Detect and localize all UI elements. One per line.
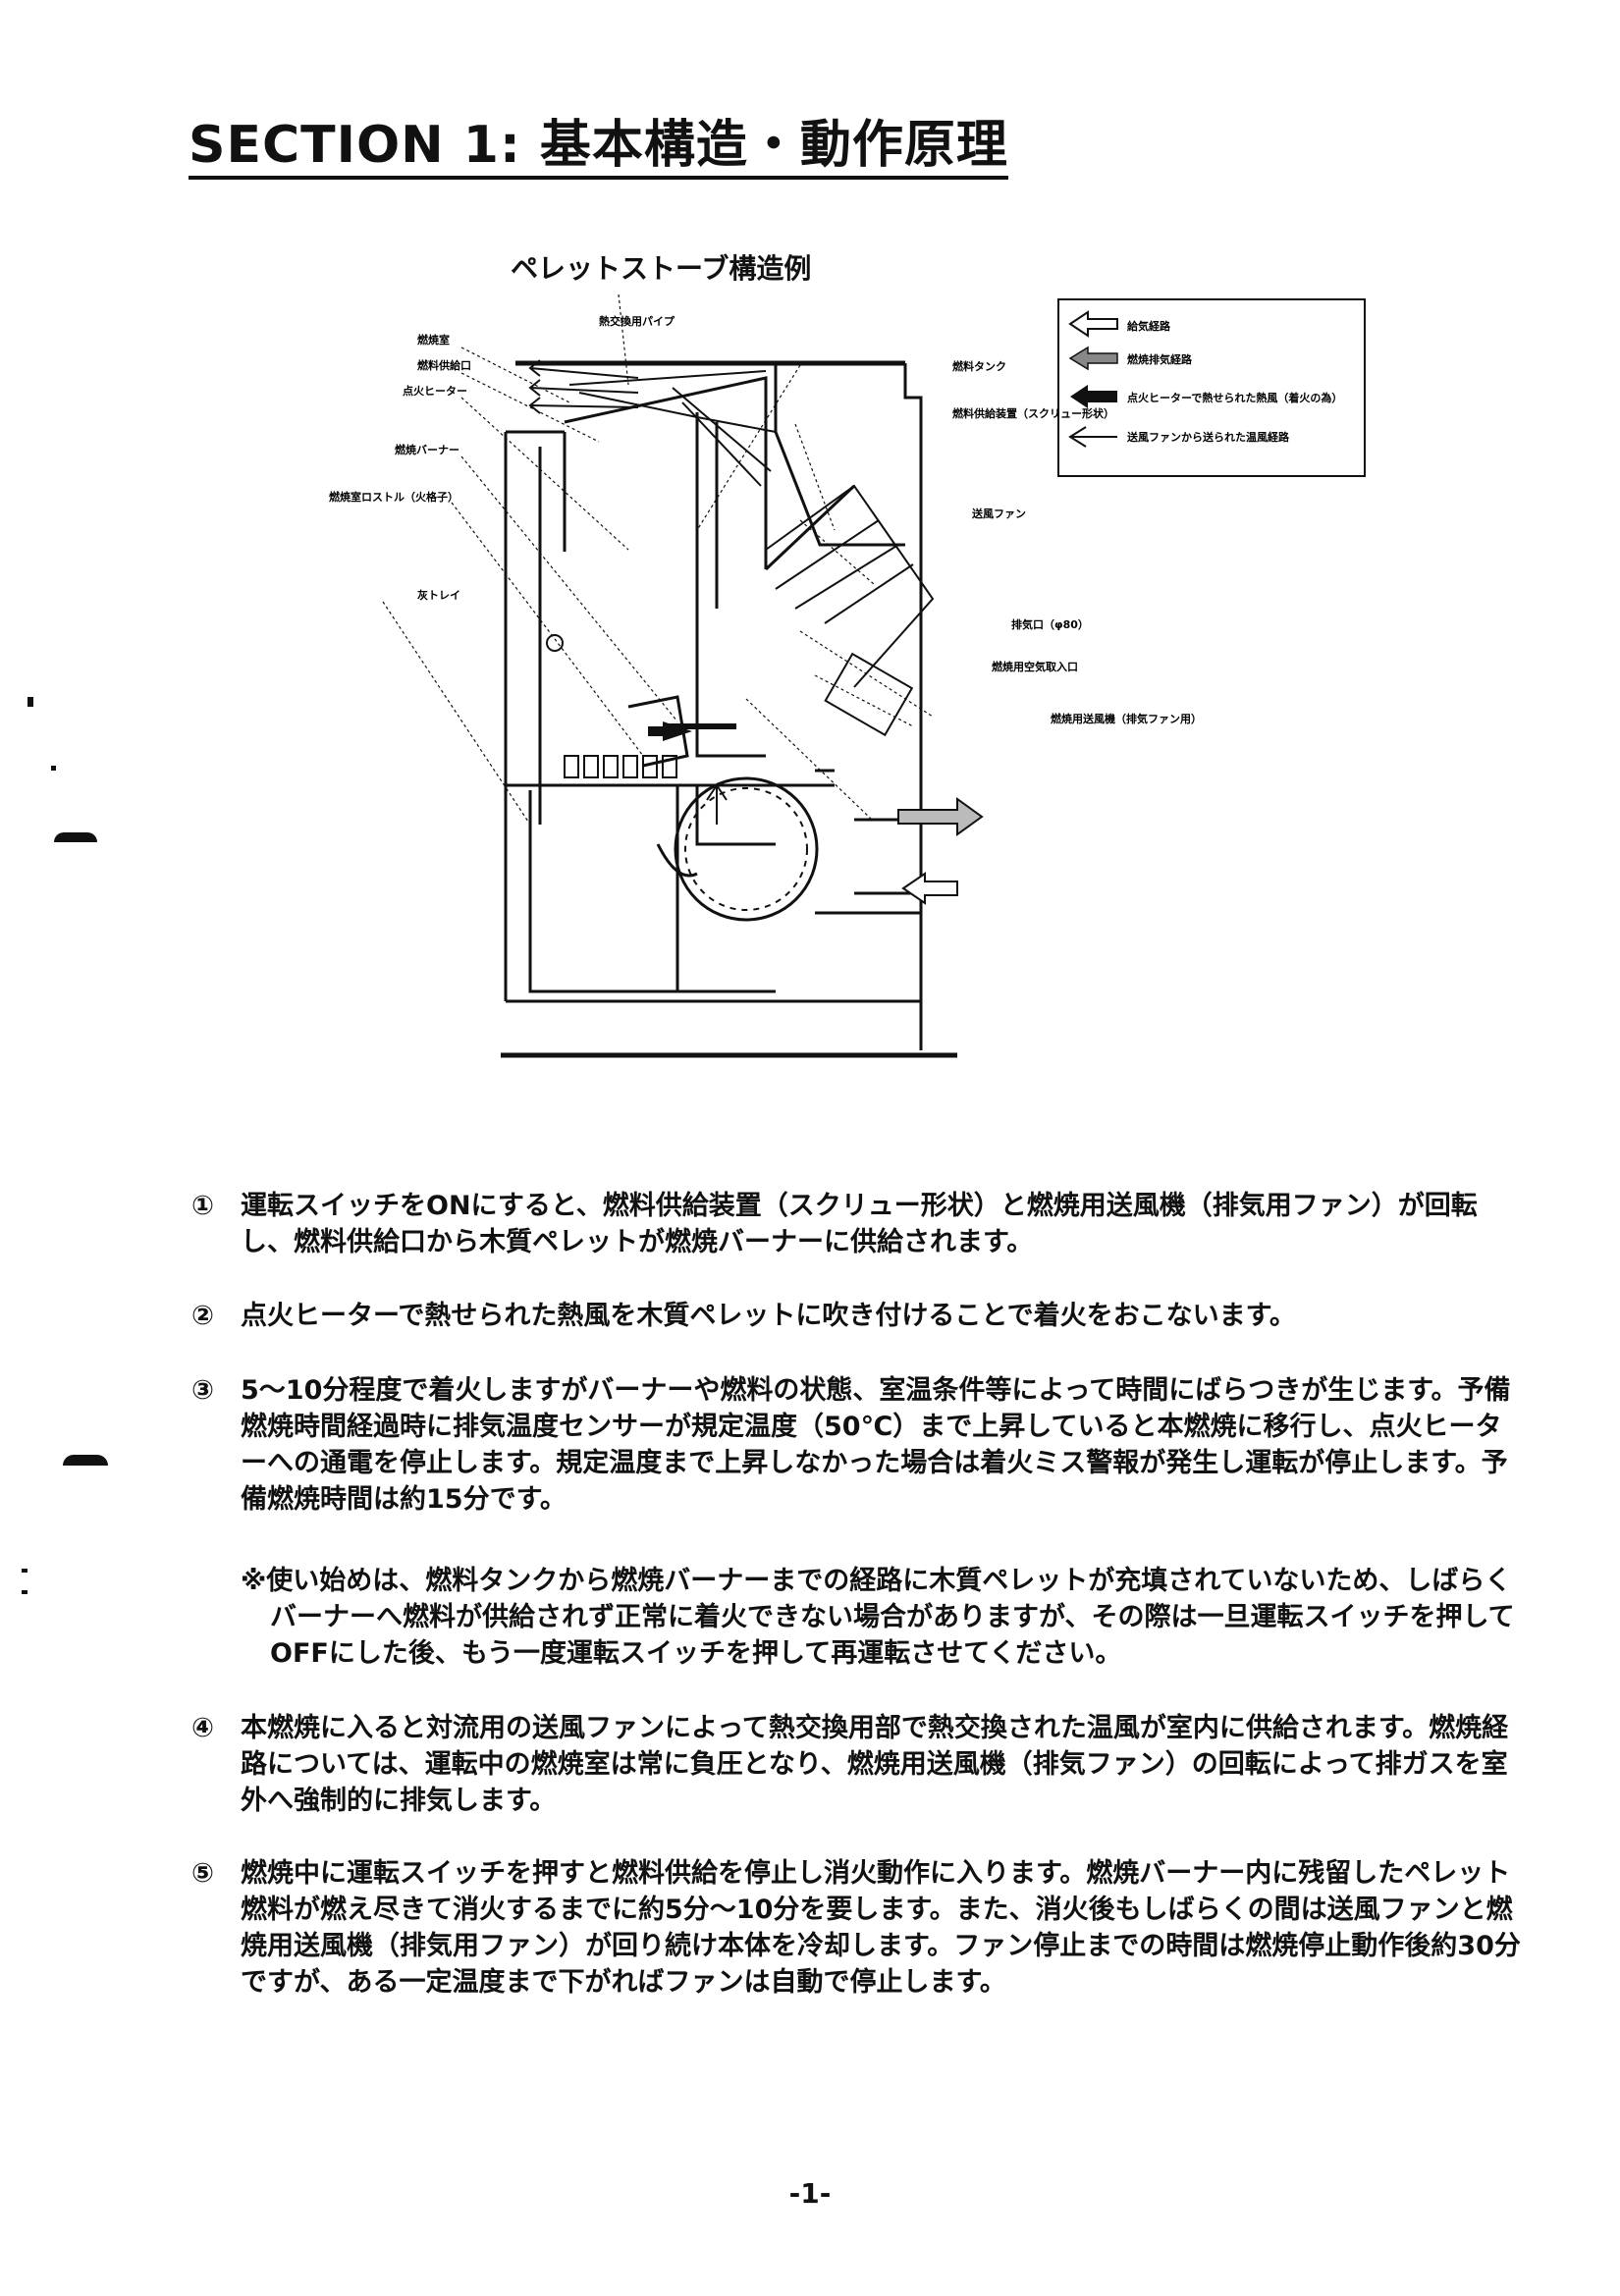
scan-speck xyxy=(22,1569,27,1573)
stove-structure-diagram: 給気経路 燃焼排気経路 点火ヒーターで熱せられた熱風（着火の為） 送風ファンから… xyxy=(328,294,1366,1058)
legend-label: 燃焼排気経路 xyxy=(1126,352,1193,366)
label-combustion-blower: 燃焼用送風機（排気ファン用） xyxy=(1050,712,1202,725)
hollow-arrow-left-icon xyxy=(1068,310,1118,338)
paragraph-text: 運転スイッチをONにすると、燃料供給装置（スクリュー形状）と燃焼用送風機（排気用… xyxy=(241,1191,1478,1257)
label-burner: 燃焼バーナー xyxy=(394,443,459,456)
paragraph-text: 5～10分程度で着火しますがバーナーや燃料の状態、室温条件等によって時間にばらつ… xyxy=(241,1375,1511,1515)
paragraph-text: 点火ヒーターで熱せられた熱風を木質ペレットに吹き付けることで着火をおこないます。 xyxy=(241,1301,1296,1331)
paragraph-4: ④ 本燃焼に入ると対流用の送風ファンによって熱交換用部で熱交換された温風が室内に… xyxy=(191,1710,1527,1819)
scan-speck xyxy=(27,697,33,707)
note-text: ※使い始めは、燃料タンクから燃焼バーナーまでの経路に木質ペレットが充填されていな… xyxy=(241,1566,1515,1669)
scan-speck xyxy=(51,766,56,771)
leader-lines xyxy=(382,294,934,826)
label-fuel-inlet: 燃料供給口 xyxy=(416,358,471,372)
label-feeder: 燃料供給装置（スクリュー形状） xyxy=(951,406,1114,420)
label-combustion-chamber: 燃焼室 xyxy=(416,333,450,347)
legend-box: 給気経路 燃焼排気経路 点火ヒーターで熱せられた熱風（着火の為） 送風ファンから… xyxy=(1057,298,1366,477)
paragraph-number: ② xyxy=(191,1301,214,1331)
label-igniter: 点火ヒーター xyxy=(403,384,467,398)
paragraph-number: ⑤ xyxy=(191,1858,214,1889)
legend-label: 給気経路 xyxy=(1127,319,1171,333)
scan-speck xyxy=(54,832,97,842)
label-fuel-tank: 燃料タンク xyxy=(951,359,1006,373)
paragraph-number: ① xyxy=(191,1191,214,1221)
usage-note: ※使い始めは、燃料タンクから燃焼バーナーまでの経路に木質ペレットが充填されていな… xyxy=(241,1563,1517,1672)
paragraph-2: ② 点火ヒーターで熱せられた熱風を木質ペレットに吹き付けることで着火をおこないま… xyxy=(191,1298,1527,1334)
stove-body xyxy=(501,360,957,1058)
label-blower-fan: 送風ファン xyxy=(971,507,1026,520)
paragraph-text: 本燃焼に入ると対流用の送風ファンによって熱交換用部で熱交換された温風が室内に供給… xyxy=(241,1713,1509,1816)
paragraph-1: ① 運転スイッチをONにすると、燃料供給装置（スクリュー形状）と燃焼用送風機（排… xyxy=(191,1188,1527,1260)
label-heat-exchange-pipe: 熱交換用パイプ xyxy=(599,314,675,328)
paragraph-number: ③ xyxy=(191,1375,214,1406)
scan-speck xyxy=(63,1455,108,1466)
paragraph-5: ⑤ 燃焼中に運転スイッチを押すと燃料供給を停止し消火動作に入ります。燃焼バーナー… xyxy=(191,1855,1527,2001)
page-title: SECTION 1: 基本構造・動作原理 xyxy=(189,117,1008,181)
line-arrow-left-icon xyxy=(1068,426,1117,448)
hatched-arrow-left-icon xyxy=(1068,346,1118,371)
page-number: -1- xyxy=(788,2177,832,2210)
label-grate: 燃焼室ロストル（火格子） xyxy=(328,490,459,504)
label-exhaust-port: 排気口（φ80） xyxy=(1011,617,1089,631)
label-air-intake: 燃焼用空気取入口 xyxy=(991,660,1078,673)
diagram-title: ペレットストーブ構造例 xyxy=(511,252,812,285)
paragraph-3: ③ 5～10分程度で着火しますがバーナーや燃料の状態、室温条件等によって時間にば… xyxy=(191,1372,1527,1518)
legend-label: 送風ファンから送られた温風経路 xyxy=(1126,430,1290,444)
scan-speck xyxy=(22,1590,27,1594)
paragraph-text: 燃焼中に運転スイッチを押すと燃料供給を停止し消火動作に入ります。燃焼バーナー内に… xyxy=(241,1858,1521,1998)
flow-arrows xyxy=(528,359,984,905)
paragraph-number: ④ xyxy=(191,1713,214,1743)
legend-label: 点火ヒーターで熱せられた熱風（着火の為） xyxy=(1127,391,1342,404)
label-ash-tray: 灰トレイ xyxy=(417,588,460,602)
solid-arrow-left-icon xyxy=(1070,385,1117,408)
